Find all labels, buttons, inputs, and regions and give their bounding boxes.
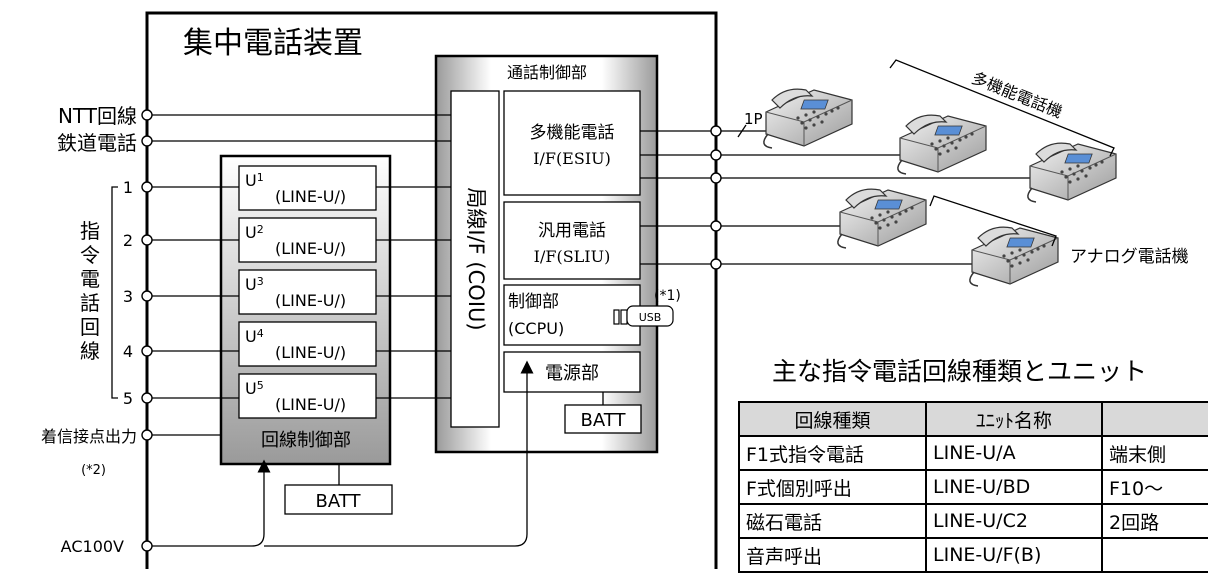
analog-phones-label: アナログ電話機 [1070,247,1189,267]
ac100v-label: AC100V [61,537,124,556]
cc-batt-box [564,404,642,434]
command-line-label: 指 令 電 話 回 線 [80,219,100,363]
unit-u1: U1 (LINE-U/) [238,165,377,211]
multifunction-phone-icon [763,88,853,149]
usb-label: USB [639,311,662,324]
unit-u4: U4 (LINE-U/) [238,321,377,367]
analog-phone-icon [969,226,1059,287]
input-lines [152,114,451,436]
header-line-type: 回線種類 [738,401,927,437]
usb-port-icon [613,305,674,327]
svg-text:回: 回 [80,315,100,339]
unit-u5: U5 (LINE-U/) [238,373,377,419]
svg-text:U3: U3 [245,275,264,294]
ccpu-label-2: (CCPU) [508,319,564,338]
svg-text:U4: U4 [245,327,264,346]
svg-text:線: 線 [80,339,100,363]
svg-text:(LINE-U/): (LINE-U/) [275,239,346,258]
contact-output-note: (*2) [81,463,106,478]
table-header-row: 回線種類 ﾕﾆｯﾄ名称 [738,401,1208,437]
svg-text:U5: U5 [245,379,264,398]
output-terminals [710,125,722,270]
svg-text:令: 令 [80,243,100,267]
svg-text:4: 4 [123,342,133,361]
esiu-label-1: 多機能電話 [530,123,615,143]
railway-phone-label: 鉄道電話 [57,131,137,155]
coiu-label: 局線I/F (COIU) [464,187,488,330]
svg-text:(LINE-U/): (LINE-U/) [275,187,346,206]
cc-batt-label: BATT [581,410,627,431]
ntt-line-label: NTT回線 [58,104,137,128]
unit-u3: U3 (LINE-U/) [238,269,377,315]
table-caption: 主な指令電話回線種類とユニット [772,357,1148,386]
multifunction-phone-icon [1027,142,1117,203]
multifunction-phone-icon [897,114,987,175]
svg-text:(LINE-U/): (LINE-U/) [275,343,346,362]
contact-output-label: 着信接点出力 [41,427,137,446]
ccpu-note: (*1) [654,288,681,304]
line-type-table: 回線種類 ﾕﾆｯﾄ名称 F1式指令電話 LINE-U/A 端末側 F式個別呼出 … [738,401,1208,573]
sliu-box [503,201,641,280]
analog-phone-icon [837,188,927,249]
table-row: F1式指令電話 LINE-U/A 端末側 [738,435,1208,471]
analog-bracket [929,195,1057,247]
device-title: 集中電話装置 [183,26,363,61]
header-unit-name: ﾕﾆｯﾄ名称 [925,401,1103,437]
call-control-title: 通話制御部 [507,63,587,82]
power-label: 電源部 [545,363,599,384]
coiu-box [450,90,500,428]
svg-text:(LINE-U/): (LINE-U/) [275,291,346,310]
svg-text:1: 1 [123,178,133,197]
esiu-label-2: I/F(ESIU) [533,149,611,168]
svg-text:指: 指 [80,219,100,243]
sliu-label-2: I/F(SLIU) [534,247,611,266]
table-row: 磁石電話 LINE-U/C2 2回路 [738,503,1208,539]
command-bracket [111,186,118,399]
table-row: F式個別呼出 LINE-U/BD F10～ [738,469,1208,505]
line-control-title: 回線制御部 [261,430,351,451]
svg-text:3: 3 [123,287,133,306]
header-extra [1101,401,1208,437]
ac-feed-lc [152,459,271,547]
table-row: 音声呼出 LINE-U/F(B) [738,537,1208,573]
ac-feed-cc [264,360,534,547]
svg-text:5: 5 [123,389,133,408]
lc-batt-label: BATT [316,491,362,512]
command-line-numbers: 1 2 3 4 5 [123,178,133,408]
ccpu-label-1: 制御部 [508,292,559,312]
pair-label: 1P [744,110,763,128]
svg-text:電: 電 [80,267,100,291]
multifunction-bracket [889,59,1115,157]
esiu-box [503,90,641,196]
svg-text:2: 2 [123,231,133,250]
output-lines [640,124,1042,265]
svg-text:U1: U1 [245,171,264,190]
svg-text:話: 話 [80,291,100,315]
lc-batt-box [284,484,393,515]
sliu-label-1: 汎用電話 [538,221,606,241]
svg-text:(LINE-U/): (LINE-U/) [275,395,346,414]
unit-u2: U2 (LINE-U/) [238,217,377,263]
input-terminals [141,109,153,552]
svg-text:U2: U2 [245,223,264,242]
